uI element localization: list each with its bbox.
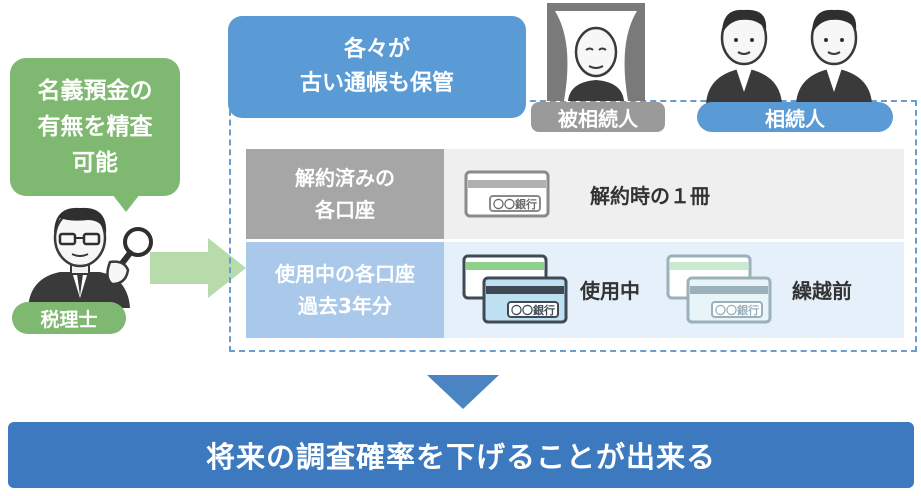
- passbook-bank-name: 〇〇銀行: [511, 303, 555, 317]
- bubble-line-1: 名義預金の: [37, 78, 153, 104]
- active-label-line-1: 使用中の各口座: [275, 262, 415, 286]
- bubble-line-3: 可能: [72, 150, 118, 176]
- passbook-icon: 〇〇銀行: [464, 170, 550, 218]
- bubble-line-2: 有無を精査: [37, 114, 153, 140]
- closed-accounts-label: 解約済みの 各口座: [246, 149, 444, 239]
- in-use-label: 使用中: [580, 279, 640, 303]
- active-label-line-2: 過去3年分: [298, 294, 392, 318]
- family-header-box: 各々が 古い通帳も保管: [228, 16, 526, 118]
- tax-accountant-icon: [28, 207, 153, 308]
- down-arrow-icon: [427, 375, 499, 409]
- deceased-portrait-icon: [547, 3, 645, 101]
- speech-bubble-tail: [112, 194, 140, 212]
- accountant-label: 税理士: [12, 302, 126, 334]
- closed-label-line-1: 解約済みの: [295, 166, 395, 190]
- heirs-label: 相続人: [697, 102, 893, 132]
- passbook-bank-name: 〇〇銀行: [493, 197, 537, 211]
- closed-label-line-2: 各口座: [315, 198, 375, 222]
- carried-over-passbook-icon: 〇〇銀行: [666, 254, 772, 324]
- active-accounts-label: 使用中の各口座 過去3年分: [246, 242, 444, 338]
- passbook-stack-icon: 〇〇銀行: [462, 254, 568, 324]
- conclusion-banner: 将来の調査確率を下げることが出来る: [8, 422, 914, 488]
- header-line-2: 古い通帳も保管: [299, 71, 454, 96]
- closed-description: 解約時の１冊: [590, 184, 710, 208]
- right-arrow-icon: [150, 238, 246, 298]
- header-line-1: 各々が: [343, 37, 410, 62]
- accountant-speech-bubble: 名義預金の 有無を精査 可能: [10, 58, 180, 196]
- decedent-label: 被相続人: [531, 102, 665, 132]
- heirs-icon: [706, 9, 872, 104]
- carried-over-label: 繰越前: [792, 279, 852, 303]
- passbook-bank-name: 〇〇銀行: [715, 303, 759, 317]
